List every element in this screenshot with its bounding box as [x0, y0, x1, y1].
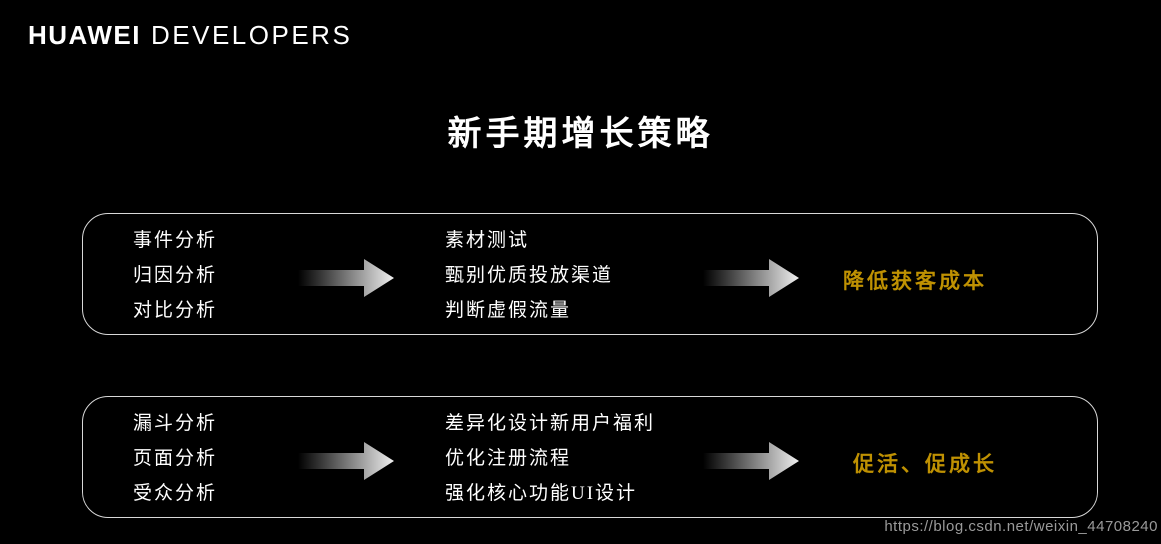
analysis-item: 事件分析 — [133, 230, 218, 251]
arrow-right-icon — [298, 442, 394, 480]
analysis-item: 对比分析 — [133, 300, 218, 321]
analysis-item: 归因分析 — [133, 265, 218, 286]
tactic-item: 优化注册流程 — [445, 448, 572, 469]
page-title: 新手期增长策略 — [447, 116, 714, 153]
tactic-item: 甄别优质投放渠道 — [445, 265, 614, 286]
analysis-item: 页面分析 — [133, 448, 218, 469]
outcome-label: 降低获客成本 — [843, 269, 987, 293]
tactic-item: 素材测试 — [445, 230, 530, 251]
analysis-item: 漏斗分析 — [133, 413, 218, 434]
analysis-list: 漏斗分析 页面分析 受众分析 — [133, 406, 217, 511]
arrow-right-icon — [703, 442, 799, 480]
arrow-right-icon — [703, 259, 799, 297]
strategy-panel-activation: 漏斗分析 页面分析 受众分析 差异化设计新用户福利 优化注册流程 强化核心功能U… — [82, 396, 1098, 518]
logo-suffix-text: DEVELOPERS — [151, 20, 353, 50]
tactic-item: 差异化设计新用户福利 — [445, 413, 656, 434]
watermark-url: https://blog.csdn.net/weixin_44708240 — [884, 518, 1158, 535]
outcome-label: 促活、促成长 — [853, 452, 997, 476]
tactic-item: 判断虚假流量 — [445, 300, 572, 321]
tactic-list: 素材测试 甄别优质投放渠道 判断虚假流量 — [445, 223, 613, 328]
analysis-item: 受众分析 — [133, 483, 218, 504]
arrow-right-icon — [298, 259, 394, 297]
logo-brand-text: HUAWEI — [28, 20, 141, 50]
tactic-item: 强化核心功能UI设计 — [445, 483, 638, 504]
huawei-developers-logo: HUAWEI DEVELOPERS — [28, 21, 352, 50]
analysis-list: 事件分析 归因分析 对比分析 — [133, 223, 217, 328]
tactic-list: 差异化设计新用户福利 优化注册流程 强化核心功能UI设计 — [445, 406, 655, 511]
strategy-panel-acquisition: 事件分析 归因分析 对比分析 素材测试 甄别优质投放渠道 判断虚假流量 降低获客… — [82, 213, 1098, 335]
